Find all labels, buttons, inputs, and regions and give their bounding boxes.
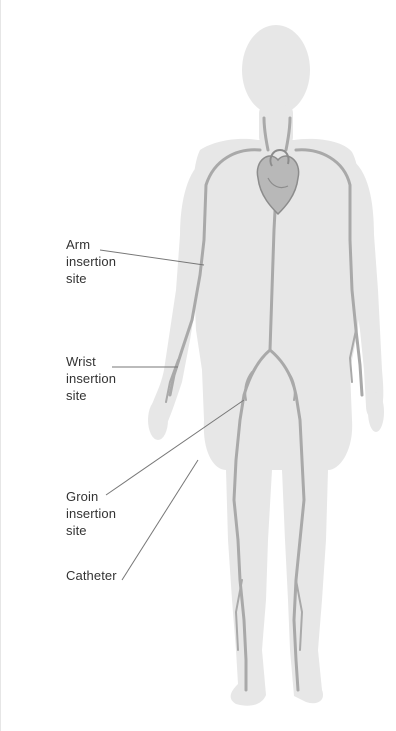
wrist-insertion-site-label: Wrist insertion site (66, 353, 116, 404)
catheter-leader-line (122, 460, 198, 580)
arm-label-line-1: Arm (66, 236, 116, 253)
arm-label-line-3: site (66, 270, 116, 287)
groin-insertion-site-label: Groin insertion site (66, 488, 116, 539)
arm-insertion-site-label: Arm insertion site (66, 236, 116, 287)
wrist-label-line-2: insertion (66, 370, 116, 387)
groin-label-line-3: site (66, 522, 116, 539)
catheter-label: Catheter (66, 567, 117, 584)
groin-label-line-2: insertion (66, 505, 116, 522)
wrist-label-line-3: site (66, 387, 116, 404)
arm-label-line-2: insertion (66, 253, 116, 270)
groin-label-line-1: Groin (66, 488, 116, 505)
catheter-label-line-1: Catheter (66, 567, 117, 584)
body-silhouette (148, 25, 384, 706)
wrist-label-line-1: Wrist (66, 353, 116, 370)
